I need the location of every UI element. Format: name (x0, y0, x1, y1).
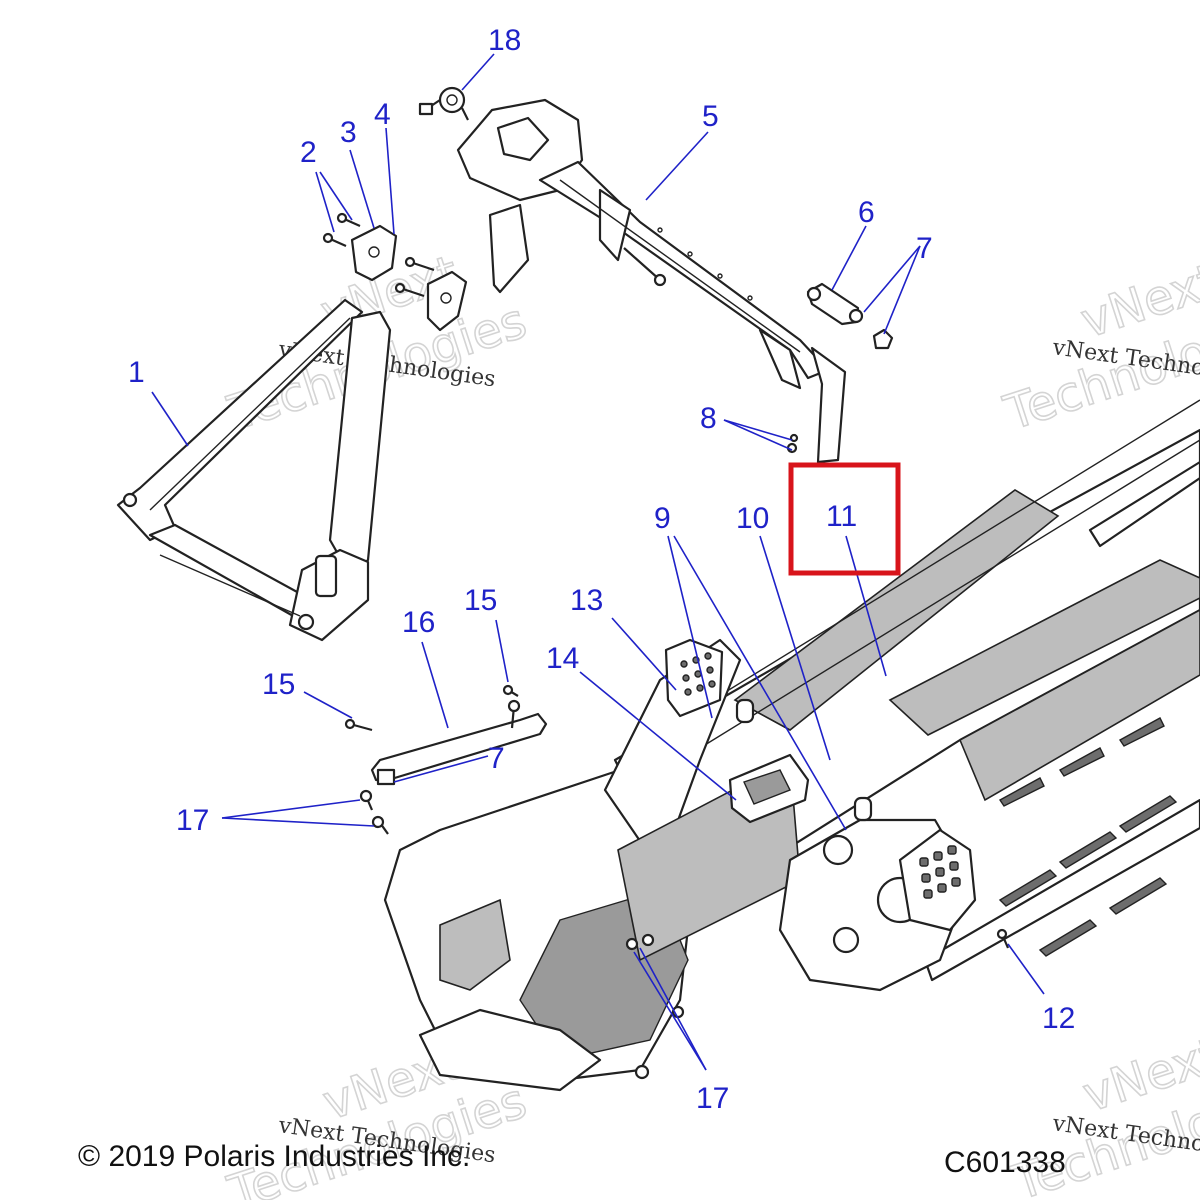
callout-2: 2 (300, 136, 317, 169)
leader-2a (319, 171, 353, 221)
callout-15-left: 15 (262, 668, 295, 701)
leader-12 (1007, 943, 1045, 995)
callout-17-bottom: 17 (696, 1082, 729, 1115)
callout-1: 1 (128, 356, 145, 389)
leader-7-lower (393, 755, 489, 783)
callout-5: 5 (702, 100, 719, 133)
leader-18 (461, 53, 495, 91)
leader-3 (349, 149, 375, 229)
leader-9b (673, 535, 847, 831)
callout-4: 4 (374, 98, 391, 131)
leader-15-right (495, 619, 509, 683)
rail-slots (998, 717, 1178, 957)
leader-7b (883, 245, 921, 335)
callout-17-left: 17 (176, 804, 209, 837)
leader-6 (831, 225, 867, 291)
callout-9: 9 (654, 502, 671, 535)
callout-10: 10 (736, 502, 769, 535)
leader-4 (385, 127, 395, 235)
copyright-text: © 2019 Polaris Industries Inc. (78, 1140, 471, 1173)
callout-3: 3 (340, 116, 357, 149)
callout-15-right: 15 (464, 584, 497, 617)
callout-6: 6 (858, 196, 875, 229)
bracket-holes (680, 652, 716, 696)
leader-17b (221, 817, 375, 827)
leader-16 (421, 641, 449, 729)
parts-6-7-8-hardware (786, 282, 894, 454)
leader-14 (579, 671, 737, 801)
callout-12: 12 (1042, 1002, 1075, 1035)
diagram-code: C601338 (944, 1146, 1066, 1179)
callout-7-upper: 7 (916, 232, 933, 265)
vent-holes (919, 845, 961, 899)
leader-2b (315, 171, 335, 233)
parts-2-3-4-brackets (322, 212, 468, 332)
leader-5 (645, 131, 709, 201)
leader-10 (759, 535, 831, 761)
part-16-rod (344, 684, 548, 786)
callout-18: 18 (488, 24, 521, 57)
highlight-box-callout-11 (788, 462, 901, 576)
leader-17c (639, 947, 707, 1071)
part-17-bolts-upper (359, 789, 389, 835)
leader-7a (863, 245, 921, 313)
leader-15-left (303, 691, 353, 719)
main-chassis (383, 399, 1200, 1092)
leader-17a (221, 799, 361, 819)
callout-16: 16 (402, 606, 435, 639)
callout-labels: 1 2 3 4 5 6 7 8 9 10 11 12 13 14 15 15 1… (128, 24, 1075, 1115)
callout-14: 14 (546, 642, 579, 675)
callout-8: 8 (700, 402, 717, 435)
leader-11 (845, 535, 887, 677)
leader-8a (723, 419, 793, 441)
callout-11: 11 (826, 500, 857, 533)
part-1-front-frame (116, 298, 392, 642)
part-5-steering-post (456, 98, 847, 464)
leader-lines (151, 53, 1045, 1071)
part-18-clamp (418, 86, 469, 121)
callout-7-lower: 7 (488, 742, 505, 775)
callout-13: 13 (570, 584, 603, 617)
leader-17d (633, 951, 707, 1071)
leader-1 (151, 391, 189, 447)
leader-9a (667, 535, 713, 719)
leader-8b (723, 419, 793, 451)
leader-13 (611, 617, 677, 691)
